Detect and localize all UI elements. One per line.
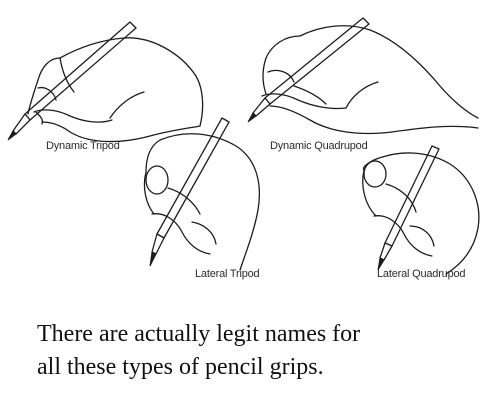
lateral-quadrupod-hand-illustration: [362, 145, 480, 275]
dynamic-quadrupod-hand-illustration: [247, 17, 479, 135]
dynamic-tripod-hand-illustration: [7, 21, 204, 143]
lateral-tripod-hand-illustration: [143, 117, 261, 271]
meme-caption: There are actually legit names for all t…: [37, 318, 477, 384]
pencil-grip-illustrations: [7, 17, 480, 275]
caption-line-1: There are actually legit names for: [37, 321, 361, 347]
grip-label-dynamic-tripod: Dynamic Tripod: [46, 140, 120, 152]
caption-line-2: all these types of pencil grips.: [37, 354, 324, 380]
grip-label-dynamic-quadrupod: Dynamic Quadrupod: [270, 140, 368, 152]
grip-label-lateral-quadrupod: Lateral Quadrupod: [377, 268, 466, 280]
grip-label-lateral-tripod: Lateral Tripod: [195, 268, 260, 280]
